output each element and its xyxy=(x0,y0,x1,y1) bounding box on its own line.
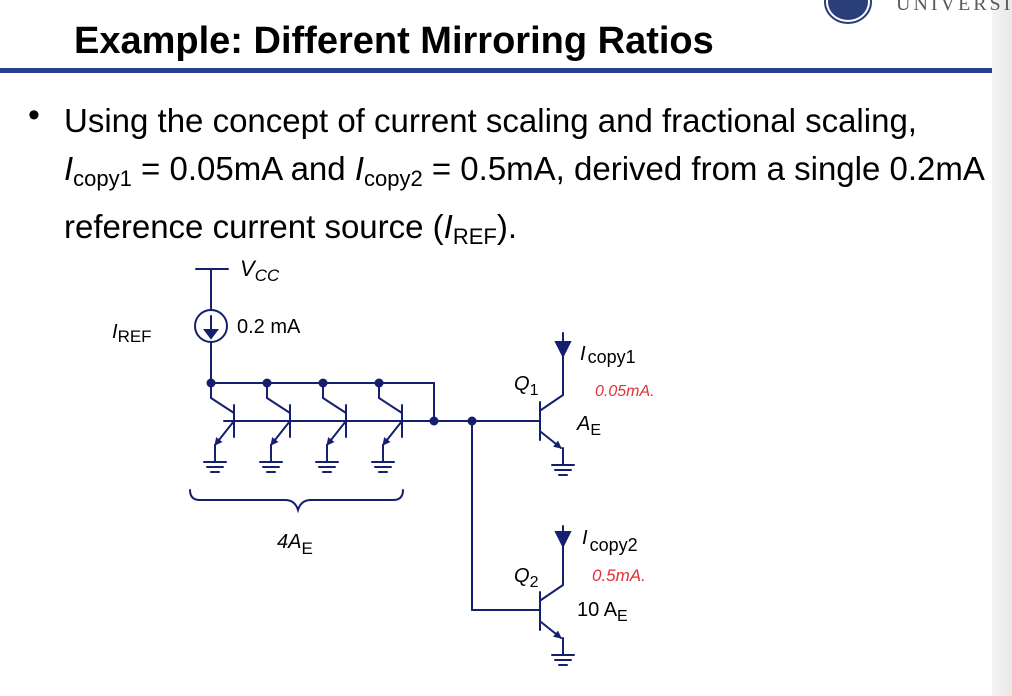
q1-label: Q1 xyxy=(514,373,539,399)
q1-transistor xyxy=(539,332,575,476)
bullet-text: Using the concept of current scaling and… xyxy=(64,102,984,249)
university-logo-text: UNIVERSI xyxy=(896,0,1012,15)
source-value-label: 0.2 mA xyxy=(237,316,301,338)
q2-label: Q2 xyxy=(514,565,539,591)
q2-area-label: 10 AE xyxy=(577,599,628,625)
group-area-label: 4AE xyxy=(277,531,313,558)
source-arrow-icon xyxy=(203,329,219,340)
q2-transistor xyxy=(539,525,575,666)
q1-handwritten-note: 0.05mA. xyxy=(595,383,655,400)
q2-handwritten-note: 0.5mA. xyxy=(592,566,646,585)
reference-transistor-2 xyxy=(259,382,291,473)
scrollbar[interactable] xyxy=(992,0,1012,696)
reference-transistor-1 xyxy=(203,382,235,473)
q2-current-arrow-icon xyxy=(554,531,572,549)
reference-transistor-4 xyxy=(371,382,403,473)
junction-dots xyxy=(206,378,477,426)
bullet-icon: • xyxy=(28,96,40,134)
slide-title: Example: Different Mirroring Ratios xyxy=(74,20,714,62)
reference-transistor-3 xyxy=(315,382,347,473)
vcc-label: VCC xyxy=(240,256,280,285)
iref-label: IREF xyxy=(112,321,152,346)
group-brace xyxy=(189,489,404,514)
title-underline xyxy=(0,68,992,73)
q1-area-label: AE xyxy=(576,413,601,439)
q1-current-arrow-icon xyxy=(554,341,572,359)
